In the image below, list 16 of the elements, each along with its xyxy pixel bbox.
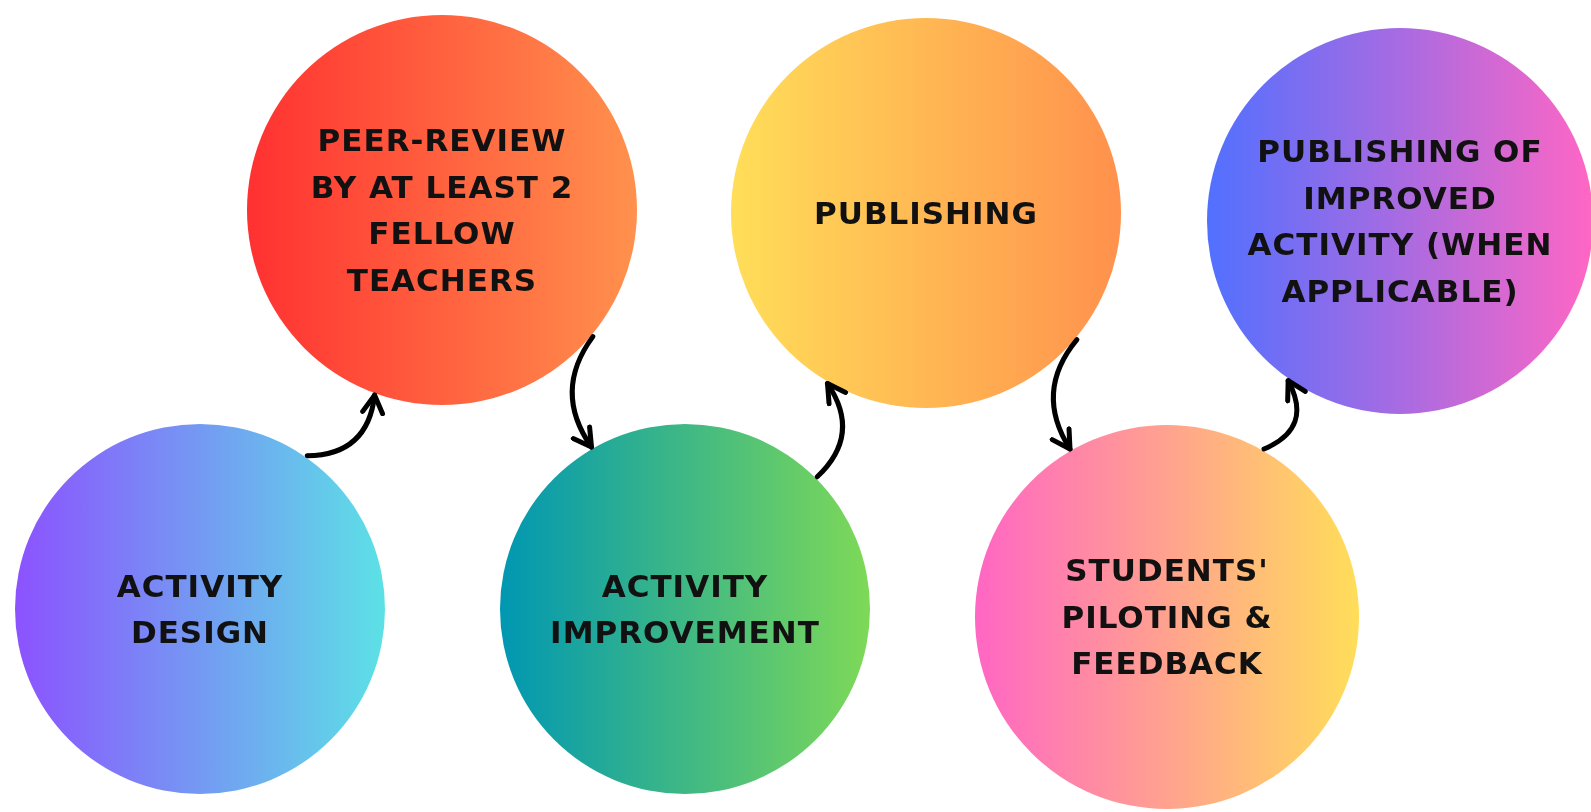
curved-arrow [814, 381, 848, 480]
step-label: PUBLISHING OF IMPROVED ACTIVITY (WHEN APPLICABLE) [1246, 132, 1554, 311]
step-circle [247, 15, 637, 405]
step-label: PEER-REVIEW BY AT LEAST 2 FELLOW TEACHERS [309, 121, 575, 300]
step-circle [500, 424, 870, 794]
step-circle [975, 425, 1359, 809]
curved-arrow [304, 392, 385, 459]
step-circle [15, 424, 385, 794]
step-label: ACTIVITY IMPROVEMENT [549, 566, 821, 652]
step-label: ACTIVITY DESIGN [115, 566, 285, 652]
curved-arrow [1050, 337, 1080, 452]
curved-arrow [1261, 378, 1308, 452]
curved-arrow [569, 334, 596, 450]
step-label: PUBLISHING [814, 193, 1038, 233]
step-label: STUDENTS' PILOTING & FEEDBACK [1060, 551, 1274, 684]
step-circle [731, 18, 1121, 408]
